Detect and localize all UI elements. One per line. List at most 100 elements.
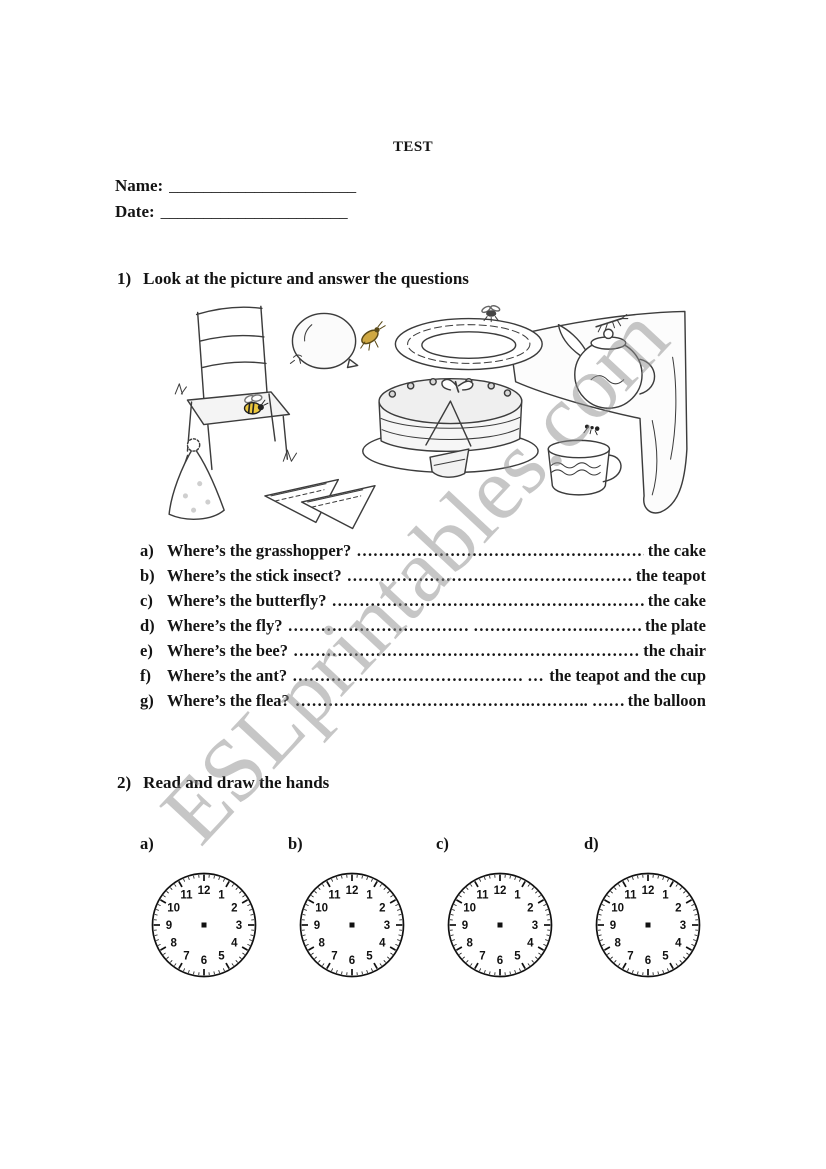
svg-text:2: 2 (231, 903, 237, 915)
date-blank-line: ______________________ (160, 202, 348, 221)
svg-text:10: 10 (463, 903, 476, 915)
clock-label: d) (584, 834, 599, 853)
svg-text:9: 9 (314, 920, 320, 932)
dotted-leader: …………………………………………………………… (346, 566, 632, 585)
svg-text:6: 6 (349, 955, 355, 967)
svg-text:5: 5 (662, 950, 669, 962)
svg-text:11: 11 (180, 890, 193, 902)
dotted-leader: …………………………………… ……………………… (292, 666, 545, 685)
question-row: g) Where’s the flea? …………………………………….……….… (140, 691, 706, 716)
question-row: b) Where’s the stick insect? ……………………………… (140, 566, 706, 591)
svg-text:6: 6 (201, 955, 207, 967)
question-letter: a) (140, 541, 154, 560)
answer-text: the cake (647, 591, 706, 610)
name-blank-line: ______________________ (169, 176, 357, 195)
question-text: Where’s the fly? (167, 616, 283, 635)
answer-text: the chair (643, 641, 706, 660)
question-row: a) Where’s the grasshopper? ………………………………… (140, 541, 706, 566)
svg-text:6: 6 (497, 955, 503, 967)
svg-text:8: 8 (318, 938, 325, 950)
svg-text:10: 10 (167, 903, 180, 915)
party-hat-illustration (168, 438, 225, 520)
svg-text:8: 8 (614, 938, 621, 950)
tea-party-illustration (163, 296, 693, 546)
dotted-leader: ………………………………………………………………. (292, 641, 640, 660)
section1-number: 1) (117, 269, 132, 288)
question-row: f) Where’s the ant? …………………………………… ……………… (140, 666, 706, 691)
svg-text:1: 1 (662, 890, 669, 902)
clock-label: a) (140, 834, 154, 853)
question-text: Where’s the bee? (167, 641, 288, 660)
cup-illustration (547, 439, 622, 496)
svg-text:2: 2 (379, 903, 385, 915)
answer-text: the teapot (635, 566, 706, 585)
picture-svg (168, 305, 688, 530)
stick-insect-icon (595, 313, 629, 333)
plate-illustration (394, 317, 543, 371)
butterfly-icon (441, 378, 474, 393)
date-field: Date: ______________________ (115, 202, 348, 222)
question-row: e) Where’s the bee? ……………………………………………………… (140, 641, 706, 666)
svg-text:3: 3 (236, 920, 242, 932)
svg-text:12: 12 (494, 885, 507, 897)
svg-text:3: 3 (532, 920, 538, 932)
svg-text:3: 3 (384, 920, 390, 932)
tablecloth-illustration (508, 310, 688, 514)
clock-label: c) (436, 834, 449, 853)
svg-text:12: 12 (642, 885, 655, 897)
svg-text:1: 1 (514, 890, 521, 902)
question-row: c) Where’s the butterfly? ……………………………………… (140, 591, 706, 616)
question-text: Where’s the ant? (167, 666, 288, 685)
svg-text:7: 7 (627, 950, 633, 962)
napkin-illustration (264, 478, 376, 530)
question-letter: c) (140, 591, 153, 610)
answer-text: the teapot and the cup (549, 666, 706, 685)
section2-number: 2) (117, 773, 132, 792)
cake-illustration (362, 377, 539, 478)
answer-text: the balloon (627, 691, 706, 710)
svg-text:9: 9 (166, 920, 172, 932)
svg-text:9: 9 (462, 920, 468, 932)
section1-title: Look at the picture and answer the quest… (143, 269, 469, 288)
question-text: Where’s the butterfly? (167, 591, 327, 610)
svg-text:7: 7 (183, 950, 189, 962)
svg-text:9: 9 (610, 920, 616, 932)
question-text: Where’s the flea? (167, 691, 290, 710)
question-letter: f) (140, 666, 151, 685)
svg-text:10: 10 (611, 903, 624, 915)
svg-text:12: 12 (198, 885, 211, 897)
teapot-illustration (557, 323, 656, 409)
svg-text:11: 11 (624, 890, 637, 902)
svg-text:10: 10 (315, 903, 328, 915)
section1-heading: 1) Look at the picture and answer the qu… (117, 269, 469, 289)
svg-text:5: 5 (218, 950, 225, 962)
svg-text:4: 4 (231, 938, 238, 950)
svg-text:5: 5 (366, 950, 373, 962)
svg-text:7: 7 (479, 950, 485, 962)
dotted-leader: …………………………………….……….. …………… (294, 691, 624, 710)
svg-text:11: 11 (328, 890, 341, 902)
question-letter: b) (140, 566, 155, 585)
clock-label: b) (288, 834, 303, 853)
svg-text:8: 8 (170, 938, 177, 950)
svg-text:2: 2 (527, 903, 533, 915)
chair-illustration (186, 305, 291, 471)
question-letter: e) (140, 641, 153, 660)
dotted-leader: …………………………… ………………….………… (287, 616, 642, 635)
svg-text:4: 4 (675, 938, 682, 950)
svg-text:1: 1 (218, 890, 225, 902)
fly-icon (481, 305, 501, 323)
ant-icon (583, 424, 600, 436)
question-text: Where’s the grasshopper? (167, 541, 352, 560)
small-bug-icon (289, 354, 303, 364)
svg-text:3: 3 (680, 920, 686, 932)
date-label: Date: (115, 202, 155, 221)
name-label: Name: (115, 176, 164, 195)
svg-text:11: 11 (476, 890, 489, 902)
svg-text:4: 4 (379, 938, 386, 950)
